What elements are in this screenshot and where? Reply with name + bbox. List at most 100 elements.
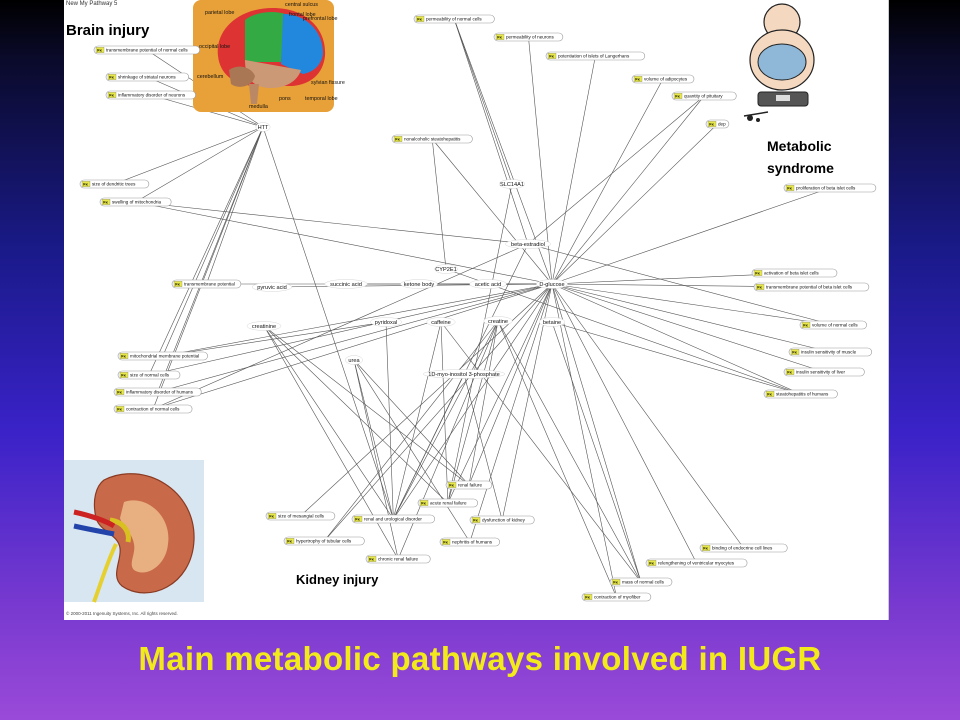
molecule-node-betaine[interactable]: betaine <box>539 317 566 327</box>
edge-dglucose-f36 <box>551 283 617 598</box>
slide-title: Main metabolic pathways involved in IUGR <box>138 640 822 677</box>
edge-dglucose-f20 <box>148 283 553 376</box>
molecule-shape <box>434 264 458 274</box>
molecule-node-pyridoxal[interactable]: pyridoxal <box>370 317 402 327</box>
function-pill <box>413 14 495 24</box>
molecule-node-urea[interactable]: urea <box>345 355 363 365</box>
edge-estradiol-f5 <box>135 201 529 245</box>
brain-illustration <box>193 0 334 112</box>
molecule-node-creatine[interactable]: creatine <box>483 316 513 326</box>
brain-region-label: central sulcus <box>285 2 318 8</box>
function-label: size of normal cells <box>130 373 170 378</box>
brain-region-label: temporal lobe <box>305 96 338 102</box>
edge-dglucose-f28 <box>393 283 553 520</box>
fx-tag <box>107 92 117 98</box>
edge-htt-f28 <box>262 126 394 520</box>
fx-tag <box>707 121 717 127</box>
edge-dglucose-f17 <box>551 283 834 326</box>
molecule-node-succinic[interactable]: succinic acid <box>324 279 368 289</box>
edge-htt-f20 <box>148 126 264 376</box>
edge-dglucose-f27 <box>300 283 553 517</box>
fx-tag-text: Fx <box>497 35 502 40</box>
edge-dglucose-f9 <box>551 78 664 285</box>
molecule-node-pyruvic[interactable]: pyruvic acid <box>251 282 292 292</box>
fx-tag <box>701 545 711 551</box>
molecule-shape <box>400 279 438 289</box>
function-pill <box>783 183 877 193</box>
function-pill <box>283 536 365 546</box>
molecule-label: SLC14A1 <box>500 182 524 188</box>
molecule-node-estradiol[interactable]: beta-estradiol <box>505 239 551 249</box>
function-pill <box>671 91 737 101</box>
molecule-label: pyruvic acid <box>257 285 287 291</box>
edge-dglucose-f24 <box>152 283 553 410</box>
edge-urea-f25 <box>353 359 470 486</box>
function-pill <box>79 179 150 189</box>
molecule-shape <box>324 279 368 289</box>
pathway-header: New My Pathway 5 <box>66 1 118 7</box>
fx-tag-text: Fx <box>755 271 760 276</box>
molecule-node-ketone[interactable]: ketone body <box>400 279 438 289</box>
edge-dglucose-f32 <box>551 283 744 549</box>
function-pill <box>445 480 493 490</box>
molecule-node-cyp2e1[interactable]: CYP2E1 <box>434 264 458 274</box>
fx-tag-text: Fx <box>549 54 554 59</box>
molecule-node-htt[interactable]: HTT <box>255 122 271 132</box>
edge-pyridoxal-f28 <box>385 321 394 520</box>
function-pill <box>265 511 336 521</box>
fx-tag <box>415 16 425 22</box>
molecule-label: D-glucose <box>539 282 564 288</box>
brain-injury-label: Brain injury <box>66 22 150 39</box>
molecule-node-acetic[interactable]: acetic acid <box>469 279 507 289</box>
fx-tag-text: Fx <box>109 93 114 98</box>
edge-dglucose-f22 <box>157 283 553 393</box>
molecule-node-caffeine[interactable]: caffeine <box>426 317 456 327</box>
fx-tag-text: Fx <box>355 517 360 522</box>
molecule-node-dglucose[interactable]: D-glucose <box>536 279 568 289</box>
molecule-node-slc14a1[interactable]: SLC14A1 <box>499 179 526 189</box>
fx-tag-text: Fx <box>269 514 274 519</box>
molecule-node-myoinositol[interactable]: 1D-myo-inositol 3-phosphate <box>423 369 506 379</box>
molecule-node-creatinine[interactable]: creatinine <box>246 321 282 331</box>
fx-tag-text: Fx <box>287 539 292 544</box>
molecule-shape <box>539 317 566 327</box>
fx-tag-text: Fx <box>417 17 422 22</box>
brain-region-label: pons <box>279 96 291 102</box>
